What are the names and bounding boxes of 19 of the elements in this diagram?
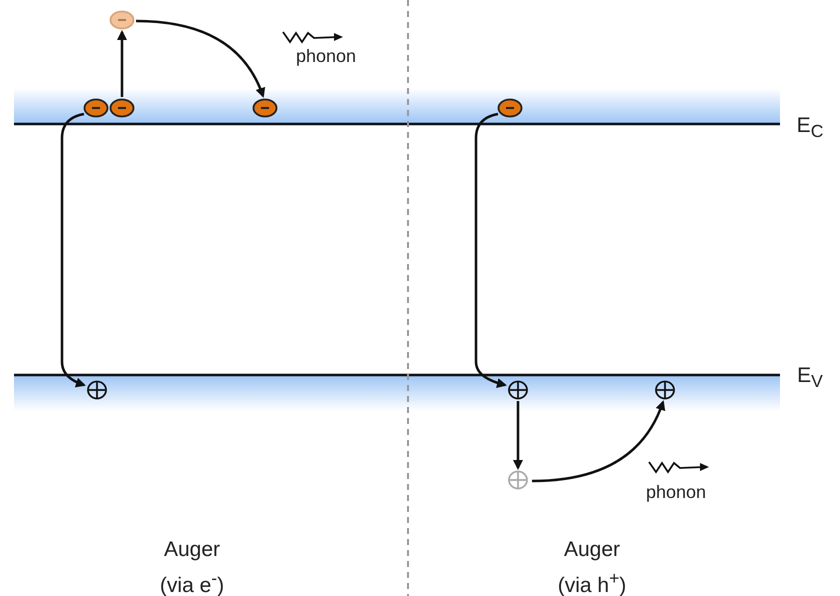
hole-symbol — [505, 380, 531, 400]
hole-symbol — [84, 380, 110, 400]
arrow — [474, 112, 507, 388]
process-title: Auger — [564, 538, 620, 562]
electron-symbol — [109, 10, 135, 30]
phonon-label: phonon — [646, 482, 706, 503]
energy-level-label: E$_{C}$ — [796, 114, 824, 142]
process-subtitle: (via h$^{+}$) — [558, 568, 626, 596]
process-subtitle: (via e$^{-}$) — [160, 568, 224, 596]
hole-symbol — [505, 470, 531, 490]
process-title: Auger — [164, 538, 220, 562]
arrow — [60, 112, 86, 388]
arrow — [117, 30, 127, 97]
arrow — [532, 400, 665, 482]
hole-symbol — [652, 380, 678, 400]
energy-level-label: E$_{V}$ — [797, 364, 823, 392]
phonon-label: phonon — [296, 46, 356, 67]
arrow — [513, 401, 523, 470]
arrow — [136, 20, 265, 98]
